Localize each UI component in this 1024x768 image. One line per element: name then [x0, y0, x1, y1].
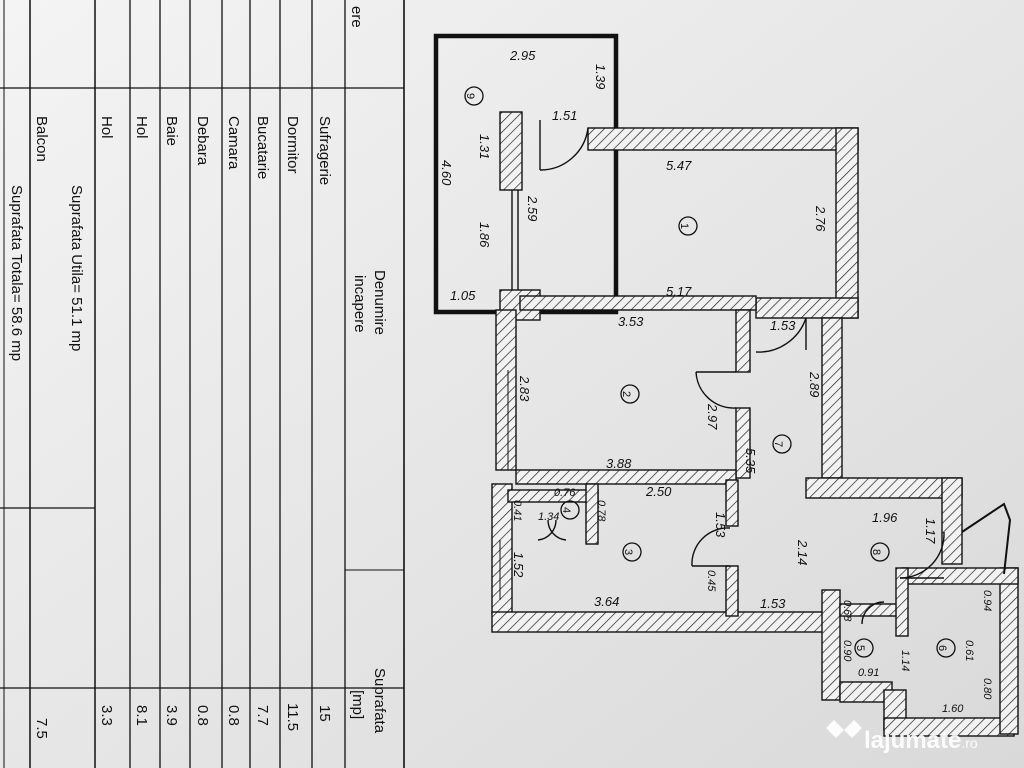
- dim-entry-door: 1.17: [923, 518, 938, 544]
- room-name-3: Camara: [225, 116, 242, 170]
- dim-hall2-top: 1.96: [872, 510, 898, 525]
- room-area-6: 8.1: [133, 705, 150, 726]
- dim-r2-left: 2.83: [517, 375, 532, 402]
- dim-hall-length: 5.35: [743, 448, 758, 474]
- room-area-4: 0.8: [194, 705, 211, 726]
- floor-plan: 9 1 2 4 3 7 8 5 6 2.95 1.39 1.51 1.31 4.…: [433, 33, 1019, 737]
- dim-pantry-top: 0.76: [554, 487, 576, 499]
- dim-balcony-right: 1.39: [593, 64, 608, 89]
- room-number-6: 6: [936, 645, 948, 651]
- dim-kitchen-left: 1.52: [511, 552, 526, 578]
- room-number-2: 2: [620, 391, 632, 397]
- room-number-7: 7: [772, 441, 784, 447]
- room-number-5: 5: [854, 645, 866, 651]
- dim-pantry-left: 0.41: [511, 500, 523, 521]
- total-area: Suprafata Totala= 58.6 mp: [8, 185, 25, 361]
- dim-closet-c: 0.91: [858, 667, 879, 679]
- area-table: [0, 0, 405, 768]
- dim-closet-a: 0.68: [841, 600, 853, 622]
- room-number-4: 4: [560, 507, 572, 513]
- room-number-9: 9: [464, 93, 476, 99]
- room-name-0: Sufragerie: [316, 116, 333, 185]
- room-area-7: 3.3: [98, 705, 115, 726]
- header-room-type: incapere: [351, 275, 368, 333]
- header-area-label: Suprafata: [371, 668, 388, 734]
- dim-r1-right: 2.76: [813, 205, 828, 232]
- header-area-unit: [mp]: [349, 690, 366, 719]
- dim-pantry-width: 1.34: [538, 511, 559, 523]
- dim-bath-bottom: 1.60: [942, 703, 964, 715]
- balcon-area: 7.5: [33, 718, 50, 739]
- room-area-0: 15: [316, 705, 333, 722]
- dim-kitchen-top: 2.50: [645, 484, 672, 499]
- watermark: lajumate.ro: [826, 720, 978, 754]
- dim-balcony-door: 1.51: [552, 108, 577, 123]
- dim-pantry-right: 0.78: [595, 500, 607, 522]
- dim-balcony-left-top: 1.31: [477, 134, 492, 159]
- dim-kitchen-bottom: 3.64: [594, 594, 619, 609]
- dim-hall2-width: 2.14: [795, 539, 810, 565]
- balcon-name: Balcon: [33, 116, 50, 162]
- room-area-2: 7.7: [254, 705, 271, 726]
- dim-r2-top: 3.53: [618, 314, 644, 329]
- room-number-8: 8: [870, 549, 882, 555]
- room-name-7: Hol: [98, 116, 115, 139]
- dim-r1-bottom: 5.17: [666, 284, 692, 299]
- dim-bath-left: 1.14: [899, 650, 911, 671]
- header-room-partial: ere: [348, 6, 365, 28]
- entry-arrow-icon: [961, 502, 1012, 575]
- room-area-5: 3.9: [163, 705, 180, 726]
- dim-closet-b: 0.90: [841, 640, 853, 662]
- dim-hall-door: 1.53: [770, 318, 796, 333]
- room-name-4: Debara: [194, 116, 211, 166]
- door-swings: [537, 120, 945, 625]
- room-name-6: Hol: [133, 116, 150, 139]
- dim-kitchen-door: 1.53: [713, 512, 728, 538]
- dim-kitchen-small: 0.45: [705, 570, 717, 592]
- utila-total: Suprafata Utila= 51.1 mp: [68, 185, 85, 351]
- room-name-1: Dormitor: [284, 116, 301, 174]
- dim-r1-left: 2.59: [525, 195, 540, 221]
- dim-r1-top: 5.47: [666, 158, 692, 173]
- room-markers: [464, 86, 956, 658]
- room-number-3: 3: [622, 549, 634, 555]
- watermark-suffix: .ro: [961, 735, 978, 751]
- dim-balcony-left-mid: 1.86: [477, 222, 492, 248]
- dim-r2-bottom: 3.88: [606, 456, 632, 471]
- room-name-5: Baie: [163, 116, 180, 146]
- room-number-1: 1: [678, 223, 690, 229]
- heart-logo-icon: [826, 720, 862, 738]
- dim-balcony-top: 2.95: [509, 48, 536, 63]
- room-area-3: 0.8: [225, 705, 242, 726]
- svg-text:lajumate.ro: lajumate.ro: [864, 727, 978, 754]
- watermark-brand: lajumate: [864, 727, 961, 754]
- walls: [491, 111, 1019, 737]
- room-area-1: 11.5: [284, 703, 301, 731]
- header-room-name: Denumire: [371, 270, 388, 335]
- dim-hall-right: 2.89: [807, 371, 822, 397]
- dim-r2-right: 2.97: [705, 403, 720, 430]
- dim-bath-top: 0.94: [981, 590, 993, 611]
- dim-balcony-bottom: 1.05: [450, 288, 476, 303]
- room-name-2: Bucatarie: [254, 116, 271, 179]
- dim-bath-mid: 0.61: [963, 640, 975, 661]
- dim-bath-right: 0.80: [981, 678, 993, 700]
- dim-hall2-bottom: 1.53: [760, 596, 786, 611]
- dim-balcony-length: 4.60: [439, 160, 454, 186]
